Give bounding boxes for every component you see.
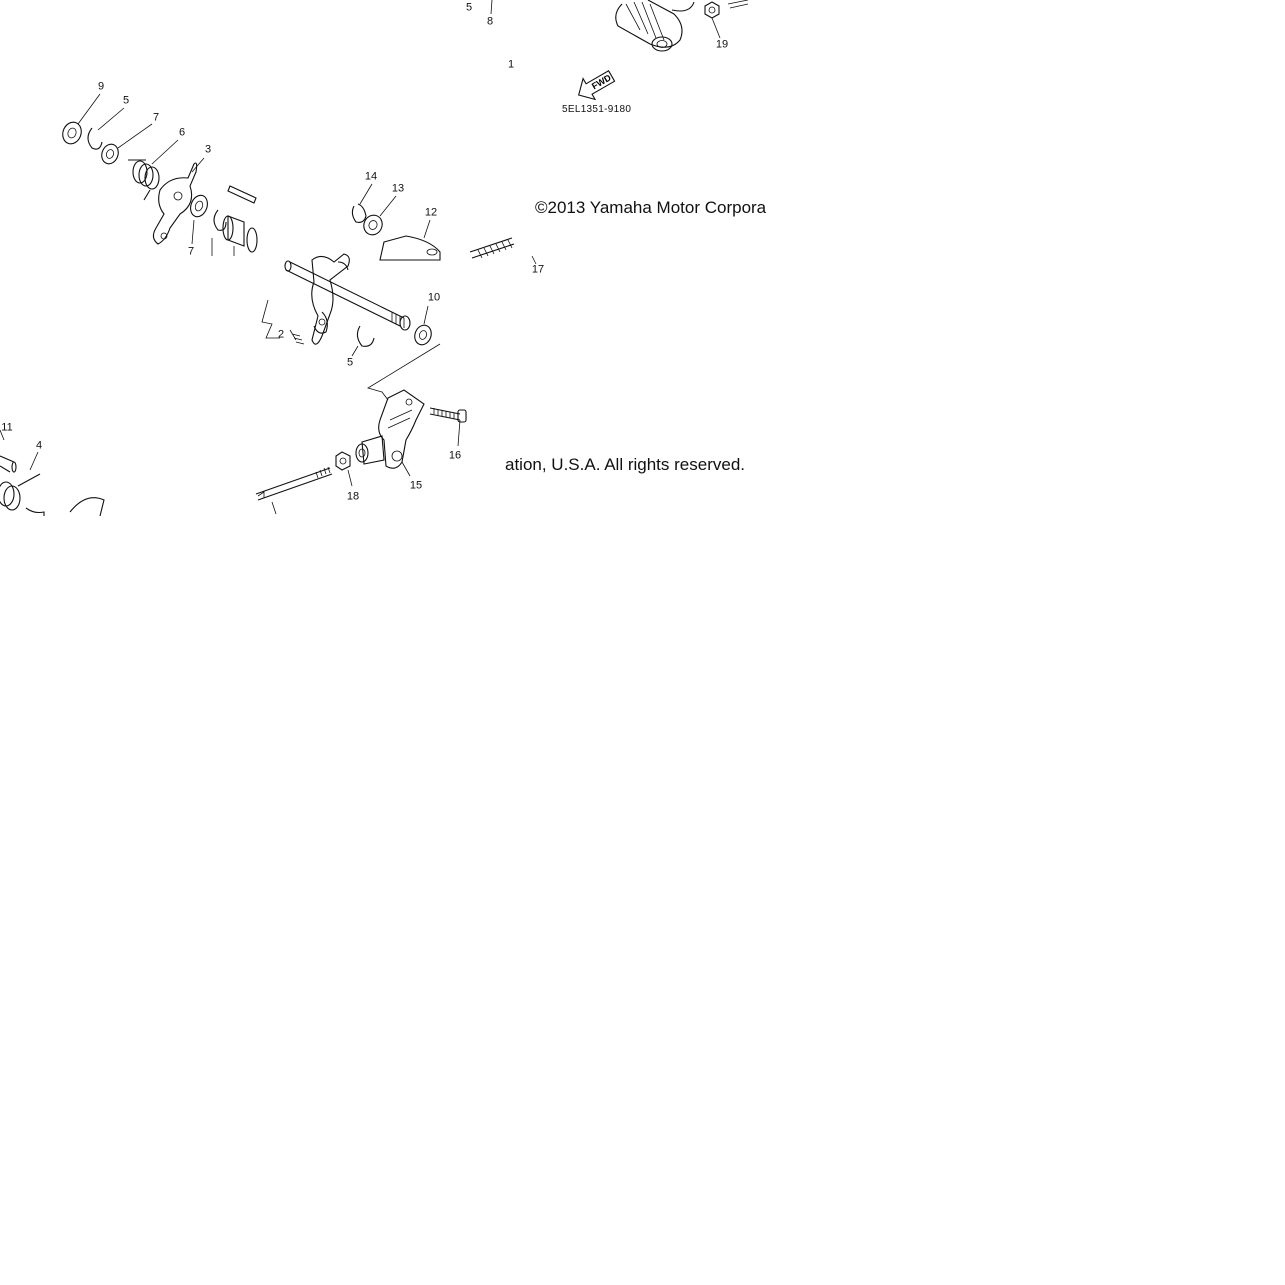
callout-14: 14	[364, 170, 378, 183]
callout-18: 18	[346, 490, 360, 503]
callout-3: 3	[204, 143, 212, 156]
callout-1: 1	[507, 58, 515, 71]
shift-guide-drawing	[351, 183, 537, 265]
lower-left-parts-drawing	[0, 429, 105, 517]
callout-9: 9	[97, 80, 105, 93]
callout-13: 13	[391, 182, 405, 195]
shift-lever-drawing	[255, 389, 467, 515]
callout-8: 8	[486, 15, 494, 28]
callout-2: 2	[277, 328, 285, 341]
shift-pedal-drawing	[490, 0, 749, 52]
callout-15: 15	[409, 479, 423, 492]
callout-19: 19	[715, 38, 729, 51]
callout-11: 11	[1, 421, 13, 434]
callout-10: 10	[427, 291, 441, 304]
callout-16: 16	[448, 449, 462, 462]
callout-7-lower: 7	[187, 245, 195, 258]
shift-arm-assembly-left	[62, 93, 258, 256]
fwd-arrow: FWD	[578, 70, 616, 101]
shift-shaft-drawing	[261, 253, 441, 401]
callout-6: 6	[178, 126, 186, 139]
callout-5-left: 5	[122, 94, 130, 107]
callout-7-upper: 7	[152, 111, 160, 124]
callout-5-middle: 5	[346, 356, 354, 369]
callout-12: 12	[424, 206, 438, 219]
diagram-part-code: 5EL1351-9180	[562, 104, 632, 115]
copyright-text-top: ©2013 Yamaha Motor Corpora	[535, 198, 767, 217]
callout-4: 4	[35, 439, 43, 452]
callout-5-top: 5	[465, 1, 473, 14]
copyright-text-bottom: ation, U.S.A. All rights reserved.	[505, 455, 745, 474]
callout-17: 17	[531, 263, 545, 276]
